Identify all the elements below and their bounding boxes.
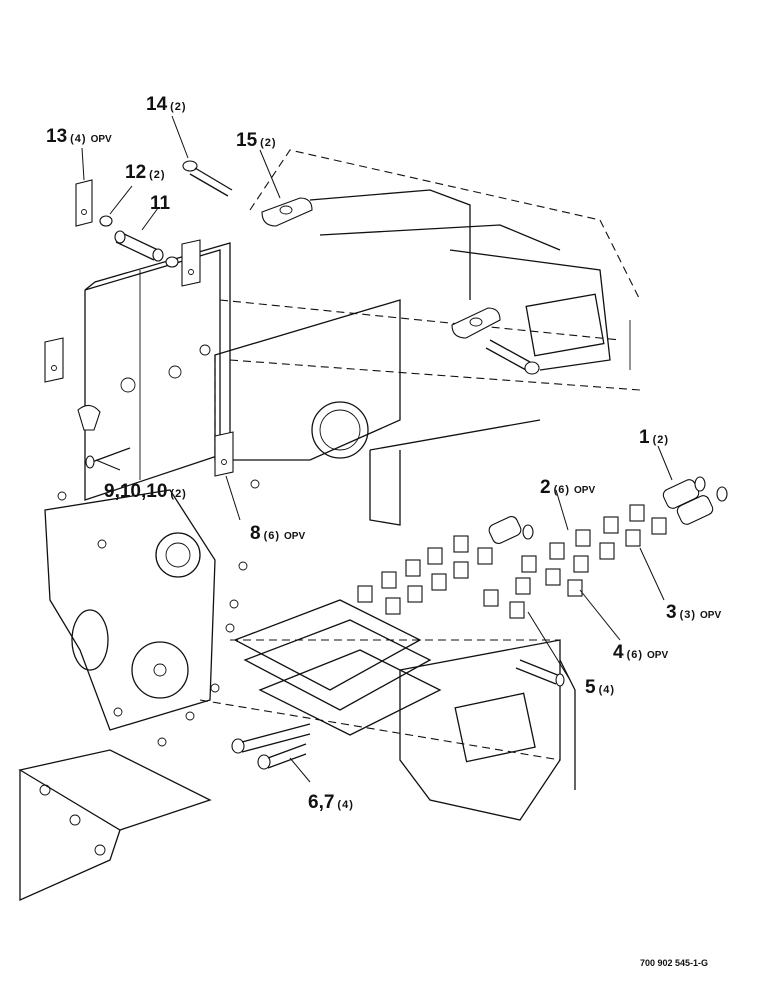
callout-number: 1 (639, 427, 650, 448)
shim-13-c (44, 337, 64, 383)
left-frame-plate (84, 242, 231, 501)
callout-number: 14 (146, 94, 168, 115)
spacer-c (488, 516, 534, 544)
callout-number: 9,10,10 (104, 481, 168, 502)
callout-qty: (4) (70, 133, 87, 145)
callout-qty: (3) (679, 609, 697, 621)
callout-2: 2(6)OPV (540, 478, 595, 497)
callout-15: 15(2) (236, 131, 277, 150)
mounting-flange-upper (261, 197, 313, 227)
long-bolt-lower (485, 339, 540, 375)
callout-qty: (2) (170, 488, 187, 500)
document-number: 700 902 545-1-G (640, 958, 709, 968)
callout-opv: OPV (647, 650, 669, 661)
callout-qty: (6) (263, 530, 281, 542)
bolt-14 (182, 160, 233, 197)
nut-12-b (165, 256, 179, 268)
callout-qty: (6) (553, 484, 571, 496)
callout-qty: (2) (170, 101, 187, 113)
callout-qty: (2) (260, 137, 277, 149)
callout-8: 8(6)OPV (250, 524, 305, 543)
chain-roller-assembly (233, 599, 442, 736)
spacer-tube-11 (114, 230, 164, 262)
callout-11: 11 (150, 194, 170, 213)
lower-right-frame (199, 639, 576, 821)
callout-number: 2 (540, 477, 551, 498)
callout-9-10: 9,10,10(2) (104, 482, 187, 501)
callout-qty: (2) (652, 434, 670, 446)
callout-number: 15 (236, 130, 258, 151)
bolt-9 (85, 447, 131, 469)
nut-12 (99, 215, 113, 227)
callout-number: 3 (666, 602, 677, 623)
callout-number: 5 (585, 677, 596, 698)
callout-qty: (2) (149, 169, 166, 181)
leader-lines (81, 115, 673, 783)
pin-5 (515, 659, 565, 687)
shim-13-a (75, 179, 93, 227)
callout-14: 14(2) (146, 95, 187, 114)
callout-1: 1(2) (639, 428, 669, 447)
callout-opv: OPV (700, 610, 722, 621)
callout-6-7: 6,7(4) (308, 793, 354, 812)
callout-qty: (4) (337, 799, 354, 811)
callout-qty: (6) (626, 649, 644, 661)
callout-3: 3(3)OPV (666, 603, 721, 622)
bolt-6 (231, 723, 311, 754)
callout-qty: (4) (598, 684, 616, 696)
callout-opv: OPV (90, 134, 112, 145)
callout-4: 4(6)OPV (613, 643, 668, 662)
upper-beam-assembly (219, 149, 641, 526)
pivot-arm (44, 489, 216, 731)
center-mounting-panel (214, 299, 401, 461)
mounting-flange-lower (451, 307, 501, 339)
callout-number: 11 (150, 193, 171, 214)
shim-13-b (181, 239, 201, 287)
callout-number: 12 (125, 162, 147, 183)
callout-5: 5(4) (585, 678, 615, 697)
lower-left-plate (18, 749, 212, 902)
shim-8 (214, 431, 234, 477)
grease-fitting (77, 404, 101, 431)
callout-12: 12(2) (125, 163, 166, 182)
callout-number: 6,7 (308, 792, 335, 813)
spacer-1-b (676, 486, 728, 525)
callout-13: 13(4)OPV (46, 127, 112, 146)
callout-number: 4 (613, 642, 624, 663)
spacer-1-a (662, 476, 706, 509)
callout-number: 13 (46, 126, 68, 147)
callout-opv: OPV (574, 485, 596, 496)
callout-opv: OPV (284, 531, 306, 542)
bolt-7 (257, 743, 307, 770)
callout-number: 8 (250, 523, 261, 544)
hex-nuts (57, 479, 260, 747)
shim-array (357, 504, 667, 619)
